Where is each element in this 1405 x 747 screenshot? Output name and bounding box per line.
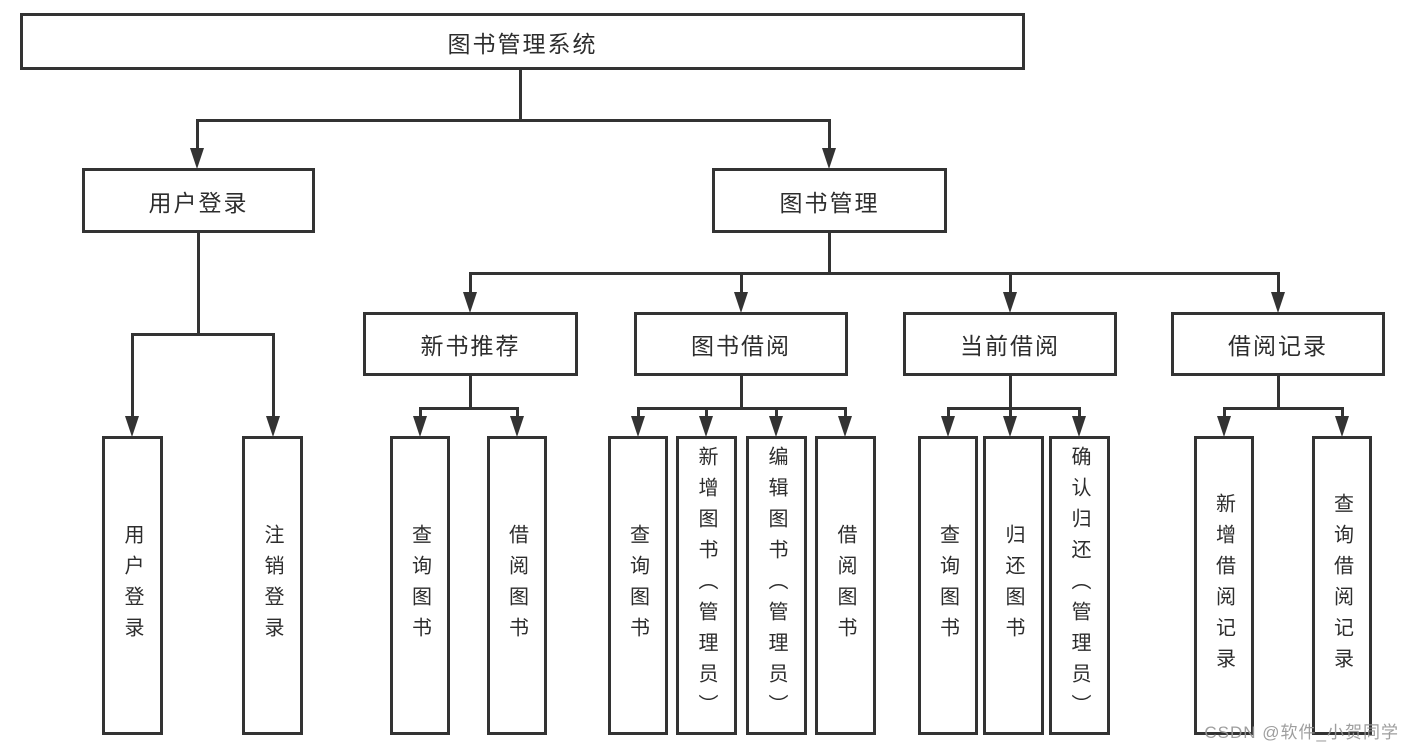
- arrow-down-icon: [822, 148, 836, 169]
- leaf-query-books: 查询图书: [390, 436, 450, 735]
- arrow-down-icon: [463, 292, 477, 313]
- connector-drop-mgmt: [828, 119, 831, 150]
- arrow-down-icon: [734, 292, 748, 313]
- connector-drop: [775, 407, 778, 418]
- arrow-down-icon: [1003, 292, 1017, 313]
- arrow-down-icon: [413, 416, 427, 437]
- arrow-down-icon: [125, 416, 139, 437]
- arrow-down-icon: [699, 416, 713, 437]
- leaf-borrow-books: 借阅图书: [815, 436, 876, 735]
- leaf-borrow-books: 借阅图书: [487, 436, 547, 735]
- connector-drop-logout: [272, 333, 275, 417]
- leaf-add-borrow-record: 新增借阅记录: [1194, 436, 1254, 735]
- arrow-down-icon: [510, 416, 524, 437]
- arrow-down-icon: [631, 416, 645, 437]
- node-book-management: 图书管理: [712, 168, 947, 233]
- connector-drop-login: [196, 119, 199, 150]
- leaf-query-borrow-record: 查询借阅记录: [1312, 436, 1372, 735]
- connector-level3-bar: [469, 272, 1280, 275]
- arrow-down-icon: [941, 416, 955, 437]
- leaf-user-login: 用户登录: [102, 436, 163, 735]
- node-user-login: 用户登录: [82, 168, 315, 233]
- node-library-management-system: 图书管理系统: [20, 13, 1025, 70]
- connector-record-bar: [1223, 407, 1344, 410]
- leaf-query-books: 查询图书: [608, 436, 668, 735]
- connector-drop: [1009, 407, 1012, 418]
- leaf-confirm-return-admin: 确认归还（管理员）: [1049, 436, 1110, 735]
- arrow-down-icon: [1271, 292, 1285, 313]
- arrow-down-icon: [1217, 416, 1231, 437]
- connector-bookborrow-stem: [740, 375, 743, 409]
- connector-drop: [1078, 407, 1081, 418]
- arrow-down-icon: [1003, 416, 1017, 437]
- connector-mgmt-stem: [828, 233, 831, 274]
- leaf-logout: 注销登录: [242, 436, 303, 735]
- connector-current-stem: [1009, 375, 1012, 409]
- connector-level1-bar: [196, 119, 831, 122]
- connector-drop: [947, 407, 950, 418]
- connector-newrec-bar: [419, 407, 519, 410]
- connector-drop: [705, 407, 708, 418]
- connector-login-bar: [131, 333, 275, 336]
- node-new-book-recommendation: 新书推荐: [363, 312, 578, 376]
- connector-drop-user-login: [131, 333, 134, 417]
- connector-bookborrow-bar: [637, 407, 847, 410]
- connector-drop: [1341, 407, 1344, 418]
- connector-current-bar: [947, 407, 1081, 410]
- node-current-borrowing: 当前借阅: [903, 312, 1117, 376]
- connector-drop: [419, 407, 422, 418]
- arrow-down-icon: [838, 416, 852, 437]
- connector-newrec-stem: [469, 375, 472, 409]
- leaf-return-books: 归还图书: [983, 436, 1044, 735]
- node-book-borrowing: 图书借阅: [634, 312, 848, 376]
- connector-record-stem: [1277, 375, 1280, 409]
- connector-drop: [637, 407, 640, 418]
- connector-drop: [516, 407, 519, 418]
- connector-drop-current: [1009, 272, 1012, 294]
- connector-login-stem: [197, 233, 200, 335]
- connector-root-stem: [519, 70, 522, 121]
- arrow-down-icon: [1072, 416, 1086, 437]
- leaf-add-books-admin: 新增图书（管理员）: [676, 436, 737, 735]
- connector-drop-record: [1277, 272, 1280, 294]
- arrow-down-icon: [266, 416, 280, 437]
- leaf-query-books: 查询图书: [918, 436, 978, 735]
- arrow-down-icon: [190, 148, 204, 169]
- arrow-down-icon: [1335, 416, 1349, 437]
- node-borrowing-records: 借阅记录: [1171, 312, 1385, 376]
- connector-drop-newrec: [469, 272, 472, 294]
- arrow-down-icon: [769, 416, 783, 437]
- connector-drop: [1223, 407, 1226, 418]
- leaf-edit-books-admin: 编辑图书（管理员）: [746, 436, 807, 735]
- connector-drop: [844, 407, 847, 418]
- csdn-watermark: CSDN @软件_小贺同学: [1204, 723, 1399, 742]
- connector-drop-bookborrow: [740, 272, 743, 294]
